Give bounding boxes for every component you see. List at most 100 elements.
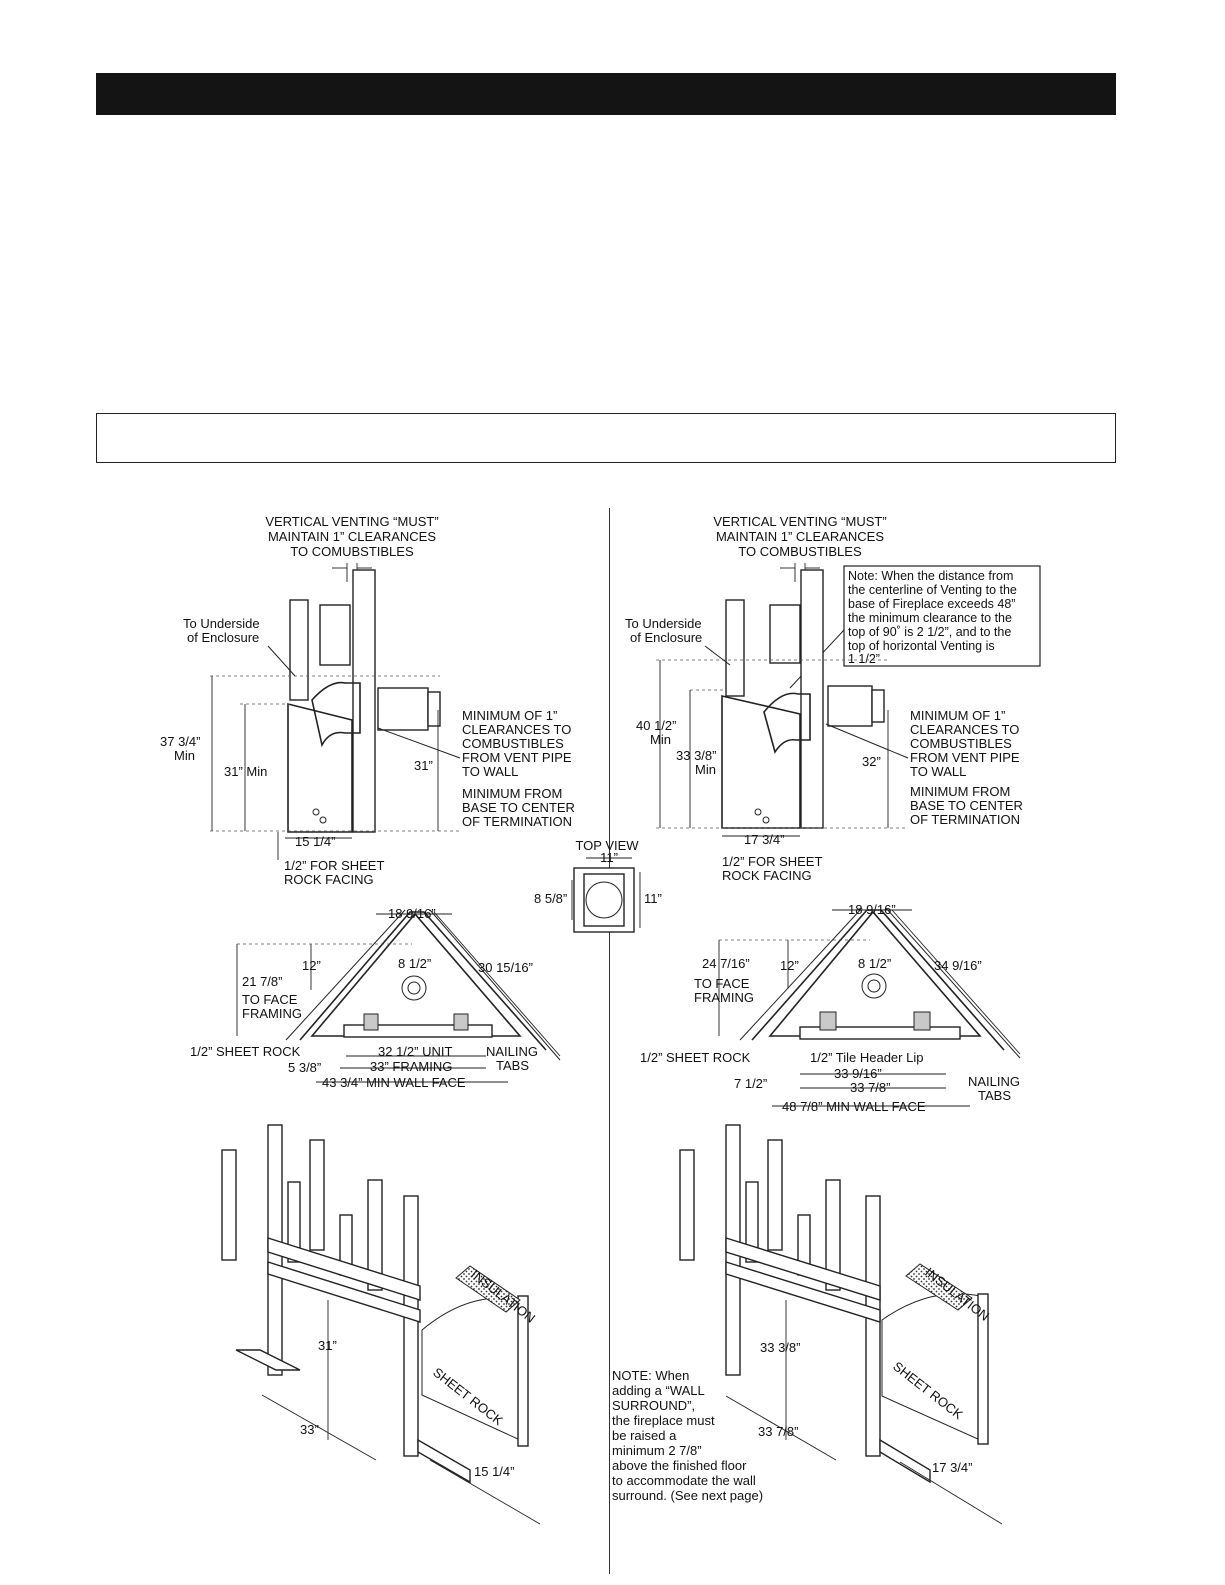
left-plan-vent-side: 8 1/2” xyxy=(398,956,431,971)
right-note-1: Note: When the distance from xyxy=(848,569,1013,583)
left-vent-elbow xyxy=(311,681,361,748)
left-depth: 15 1/4” xyxy=(295,834,335,849)
right-min-total-value: 40 1/2” xyxy=(636,718,676,733)
right-underside-1: To Underside xyxy=(625,616,702,631)
left-facing-2: ROCK FACING xyxy=(284,872,374,887)
left-insulation xyxy=(455,1265,521,1313)
right-plan-vent-offset: 12” xyxy=(780,958,799,973)
left-venting-title-1: VERTICAL VENTING “MUST” xyxy=(265,514,438,529)
left-vent-chase xyxy=(319,604,351,666)
right-note-4: the minimum clearance to the xyxy=(848,611,1012,625)
left-3d-height: 31” xyxy=(318,1338,337,1353)
left-venting-title-2: MAINTAIN 1” CLEARANCES xyxy=(268,529,436,544)
left-clearance-5: TO WALL xyxy=(462,764,518,779)
right-plan-unit: 33 9/16” xyxy=(834,1066,882,1081)
right-min-total-label: Min xyxy=(650,732,671,747)
left-wall-stud xyxy=(352,569,376,833)
left-elevation: VERTICAL VENTING “MUST” MAINTAIN 1” CLEA… xyxy=(160,514,575,887)
right-note-5: top of 90˚ is 2 1/2”, and to the xyxy=(848,625,1011,639)
right-3d-height: 33 3/8” xyxy=(760,1340,800,1355)
left-plan-face-1: TO FACE xyxy=(242,992,298,1007)
right-insulation xyxy=(905,1263,973,1311)
notice-box xyxy=(96,413,1116,463)
right-clearance-3: COMBUSTIBLES xyxy=(910,736,1012,751)
left-min-total-value: 37 3/4” xyxy=(160,734,200,749)
left-plan-sheet-rock: 1/2” SHEET ROCK xyxy=(190,1044,301,1059)
right-elevation: VERTICAL VENTING “MUST” MAINTAIN 1” CLEA… xyxy=(625,514,1041,883)
right-framing-3d: INSULATION SHEET ROCK 33 3/8” 33 7/8” 17… xyxy=(612,1124,1003,1525)
right-venting-title-1: VERTICAL VENTING “MUST” xyxy=(713,514,886,529)
section-header-bar xyxy=(96,73,1116,115)
left-underside-1: To Underside xyxy=(183,616,260,631)
left-termination xyxy=(377,687,429,731)
top-view-title: TOP VIEW xyxy=(575,838,639,853)
right-plan-framing: 33 7/8” xyxy=(850,1080,890,1095)
right-plan-view: 18 9/16” 34 9/16” 12” 8 1/2” 24 7/16” TO… xyxy=(640,902,1021,1114)
left-termination-height: 31” xyxy=(414,758,433,773)
right-facing-2: ROCK FACING xyxy=(722,868,812,883)
right-clearance-2: CLEARANCES TO xyxy=(910,722,1019,737)
right-note-6: top of horizontal Venting is xyxy=(848,639,995,653)
right-plan-vent-side: 8 1/2” xyxy=(858,956,891,971)
left-plan-unit: 32 1/2” UNIT xyxy=(378,1044,452,1059)
right-3d-note-3: SURROUND”, xyxy=(612,1398,695,1413)
right-sheet-rock-label: SHEET ROCK xyxy=(890,1359,966,1423)
right-venting-title-3: TO COMBUSTIBLES xyxy=(738,544,862,559)
right-plan-side: 7 1/2” xyxy=(734,1076,767,1091)
right-vent-chase xyxy=(769,604,801,664)
right-note-3: base of Fireplace exceeds 48” xyxy=(848,597,1015,611)
right-base-note-2: BASE TO CENTER xyxy=(910,798,1023,813)
right-underside-2: of Enclosure xyxy=(630,630,702,645)
left-enclosure-post xyxy=(289,599,309,701)
right-plan-tabs-2: TABS xyxy=(978,1088,1011,1103)
right-vent-elbow xyxy=(763,692,811,754)
right-termination-cap xyxy=(871,689,885,723)
left-base-note-2: BASE TO CENTER xyxy=(462,800,575,815)
left-plan-tabs-1: NAILING xyxy=(486,1044,538,1059)
left-clearance-1: MINIMUM OF 1” xyxy=(462,708,557,723)
right-base-note-1: MINIMUM FROM xyxy=(910,784,1010,799)
right-plan-sheet-rock: 1/2” SHEET ROCK xyxy=(640,1050,751,1065)
right-3d-note-1: NOTE: When xyxy=(612,1368,689,1383)
left-facing-1: 1/2” FOR SHEET xyxy=(284,858,384,873)
right-3d-note-6: minimum 2 7/8” xyxy=(612,1443,702,1458)
left-3d-depth: 15 1/4” xyxy=(474,1464,514,1479)
right-plan-tile-lip: 1/2” Tile Header Lip xyxy=(810,1050,923,1065)
left-termination-cap xyxy=(427,691,441,727)
left-plan-framing: 33” FRAMING xyxy=(370,1059,452,1074)
right-venting-title-2: MAINTAIN 1” CLEARANCES xyxy=(716,529,884,544)
right-3d-note-9: surround. (See next page) xyxy=(612,1488,763,1503)
left-underside-2: of Enclosure xyxy=(187,630,259,645)
right-plan-diag: 34 9/16” xyxy=(934,958,982,973)
left-plan-view: 18 9/16” 30 15/16” 12” 8 1/2” 21 7/8” TO… xyxy=(190,906,561,1090)
right-note-2: the centerline of Venting to the xyxy=(848,583,1017,597)
center-divider xyxy=(609,508,610,1574)
right-plan-face-1: TO FACE xyxy=(694,976,750,991)
left-venting-title-3: TO COMUBSTIBLES xyxy=(290,544,414,559)
left-clearance-3: COMBUSTIBLES xyxy=(462,736,564,751)
left-min-total-label: Min xyxy=(174,748,195,763)
left-clearance-2: CLEARANCES TO xyxy=(462,722,571,737)
left-plan-face-2: FRAMING xyxy=(242,1006,302,1021)
left-fireplace-unit xyxy=(287,702,353,833)
right-3d-note-2: adding a “WALL xyxy=(612,1383,705,1398)
left-sheet-rock-label: SHEET ROCK xyxy=(430,1365,506,1429)
right-fireplace-unit xyxy=(721,694,801,829)
right-note-7: 1 1/2” xyxy=(848,652,880,666)
left-plan-wall xyxy=(299,911,547,1051)
right-plan-wall-face: 48 7/8” MIN WALL FACE xyxy=(782,1099,926,1114)
right-plan-face-2: FRAMING xyxy=(694,990,754,1005)
left-plan-diag: 30 15/16” xyxy=(478,960,533,975)
left-plan-wall-face: 43 3/4” MIN WALL FACE xyxy=(322,1075,466,1090)
right-3d-depth: 17 3/4” xyxy=(932,1460,972,1475)
left-base-note-1: MINIMUM FROM xyxy=(462,786,562,801)
right-3d-note-7: above the finished floor xyxy=(612,1458,747,1473)
left-plan-tabs-2: TABS xyxy=(496,1058,529,1073)
right-min-unit-value: 33 3/8” xyxy=(676,748,716,763)
right-3d-note-4: the fireplace must xyxy=(612,1413,715,1428)
left-framing-3d: INSULATION SHEET ROCK 31” 33” 15 1/4” xyxy=(221,1124,541,1525)
right-clearance-4: FROM VENT PIPE xyxy=(910,750,1020,765)
right-min-unit-label: Min xyxy=(695,762,716,777)
right-clearance-5: TO WALL xyxy=(910,764,966,779)
